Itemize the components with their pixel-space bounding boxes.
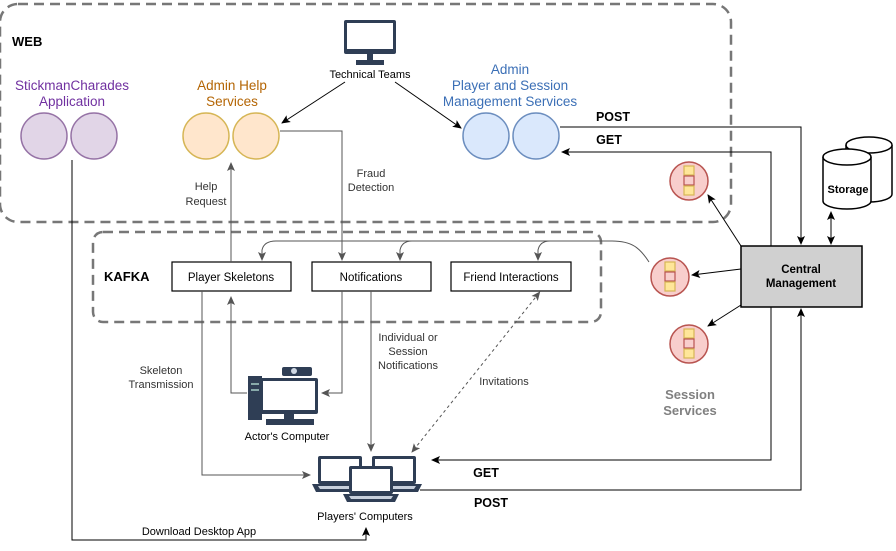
svg-text:Transmission: Transmission [129, 379, 194, 391]
central-management [740, 245, 863, 308]
svg-text:Detection: Detection [348, 182, 394, 194]
svg-text:Storage: Storage [828, 184, 869, 196]
svg-text:GET: GET [596, 133, 622, 147]
svg-text:Central: Central [781, 264, 821, 276]
svg-text:Fraud: Fraud [357, 168, 386, 180]
session-queue-3 [669, 324, 709, 364]
svg-text:Management: Management [766, 278, 836, 290]
svg-text:Admin Help: Admin Help [197, 78, 267, 93]
stickman-node-2 [70, 112, 118, 160]
svg-text:Services: Services [206, 94, 258, 109]
topic-player-skeletons [171, 261, 292, 292]
svg-text:POST: POST [474, 496, 508, 510]
svg-text:Services: Services [663, 403, 717, 418]
edge-queue-to-topics [258, 240, 650, 263]
topic-friend-interactions-label: Friend Interactions [463, 272, 558, 284]
svg-text:Actor's Computer: Actor's Computer [245, 431, 330, 443]
svg-text:Players' Computers: Players' Computers [317, 511, 413, 523]
kafka-group [91, 230, 603, 324]
topic-player-skeletons-label: Player Skeletons [188, 272, 275, 284]
edge-get-top [561, 148, 772, 246]
kafka-group-label: KAFKA [104, 269, 150, 284]
storage: Storage [822, 136, 893, 210]
web-group-label: WEB [12, 34, 42, 49]
session-services-label: Session [665, 387, 715, 402]
admin-psm-node-1 [462, 112, 510, 160]
edge-post-bottom [420, 308, 805, 491]
admin-psm-node-2 [512, 112, 560, 160]
svg-text:Notifications: Notifications [378, 360, 438, 372]
topic-notifications-label: Notifications [340, 272, 403, 284]
svg-text:Help: Help [195, 181, 218, 193]
edge-skeleton-transmission [201, 291, 311, 479]
admin-help-node-1 [182, 112, 230, 160]
stickman-app: StickmanCharades Application [15, 78, 129, 160]
svg-text:Session: Session [388, 346, 427, 358]
svg-text:Individual or: Individual or [378, 332, 438, 344]
technical-teams: Technical Teams [329, 20, 411, 81]
session-queue-1 [669, 161, 709, 201]
svg-text:Management Services: Management Services [443, 94, 578, 109]
svg-text:Skeleton: Skeleton [140, 365, 183, 377]
admin-help-node-2 [232, 112, 280, 160]
edge-download-app [71, 160, 370, 541]
svg-text:GET: GET [473, 466, 499, 480]
monitor-icon [344, 20, 396, 65]
edge-get-bottom [431, 307, 772, 464]
svg-text:Request: Request [186, 196, 227, 208]
players-computers: Players' Computers [312, 456, 422, 523]
svg-text:Admin: Admin [491, 62, 529, 77]
svg-text:Application: Application [39, 94, 105, 109]
session-queue-2 [650, 257, 690, 297]
edge-actor-to-skeletons [227, 296, 247, 394]
edge-tech-to-psm [394, 81, 462, 129]
edge-invitations [411, 291, 541, 453]
stickman-node-1 [20, 112, 68, 160]
web-group [0, 2, 733, 224]
actors-computer: Actor's Computer [245, 367, 330, 443]
svg-text:Technical Teams: Technical Teams [329, 69, 411, 81]
topic-notifications [311, 261, 432, 292]
edge-fraud-detection [280, 130, 346, 261]
topic-friend-interactions [450, 261, 572, 292]
svg-text:Download Desktop App: Download Desktop App [142, 526, 256, 538]
svg-text:POST: POST [596, 110, 630, 124]
svg-text:StickmanCharades: StickmanCharades [15, 78, 129, 93]
laptop-icon [343, 466, 399, 502]
edge-notifications-to-actor [321, 291, 343, 397]
svg-text:Invitations: Invitations [479, 376, 529, 388]
edge-post-top [560, 126, 805, 245]
admin-psm-services: Admin Player and Session Management Serv… [443, 62, 578, 160]
edge-tech-to-help [281, 81, 346, 124]
svg-text:Player and Session: Player and Session [452, 78, 568, 93]
admin-help-services: Admin Help Services [182, 78, 280, 160]
